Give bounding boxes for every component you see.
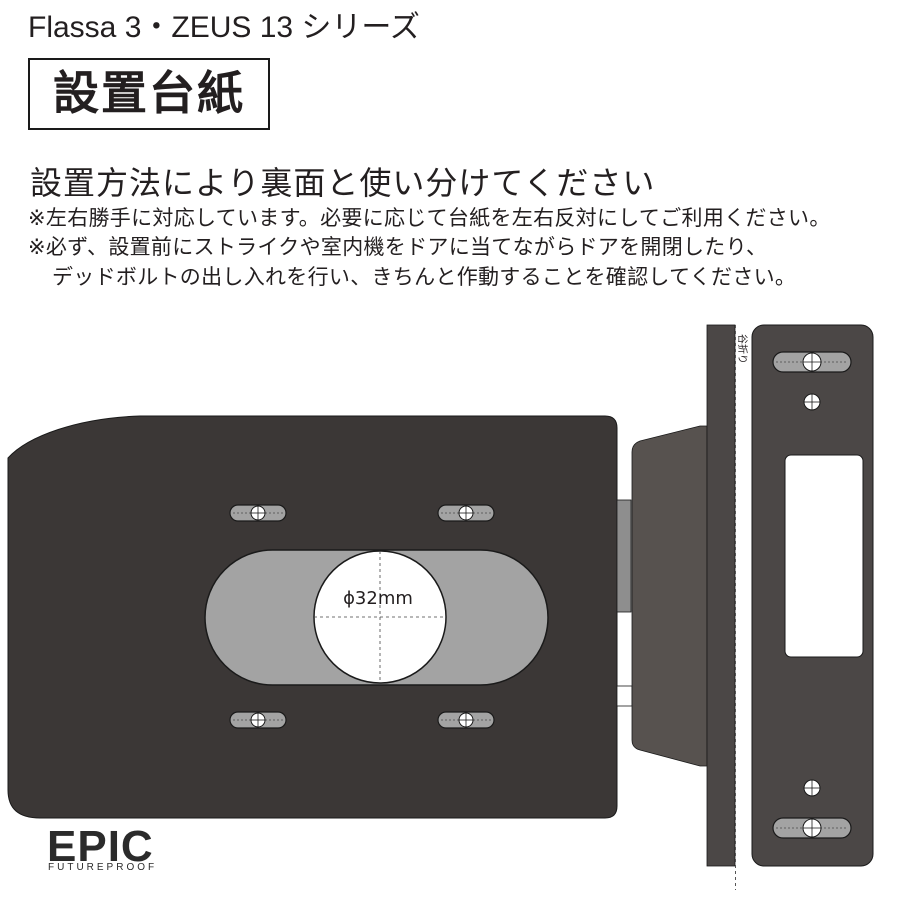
body-slot-bottom-right [437,711,495,729]
strike-slot-bottom [772,817,852,839]
instruction-lead: 設置方法により裏面と使い分けてください [30,164,656,202]
instruction-note-2: ※必ず、設置前にストライクや室内機をドアに当てながらドアを開閉したり、 [28,235,768,259]
body-slot-bottom-left [229,711,287,729]
strike-window [784,454,864,658]
strike-hole-bottom [803,779,821,797]
deadbolt [616,499,632,613]
product-series: Flassa 3・ZEUS 13 シリーズ [28,11,420,44]
body-slot-top-left [229,504,287,522]
page-title-box: 設置台紙 [28,58,270,130]
instruction-note-3: デッドボルトの出し入れを行い、きちんと作動することを確認してください。 [52,265,797,289]
face-plate [706,324,736,867]
page-title: 設置台紙 [53,66,245,120]
strike-hole-top [803,393,821,411]
instruction-note-1: ※左右勝手に対応しています。必要に応じて台紙を左右反対にしてご利用ください。 [28,206,831,230]
hole-diameter-label: ϕ32mm [343,588,413,609]
brand-tagline: FUTUREPROOF [48,862,158,873]
latch [616,685,633,707]
brand-logo: EPIC [47,822,154,871]
strike-slot-top [772,351,852,373]
lock-case [631,425,708,767]
body-slot-top-right [437,504,495,522]
fold-label: 谷折り [736,334,749,364]
